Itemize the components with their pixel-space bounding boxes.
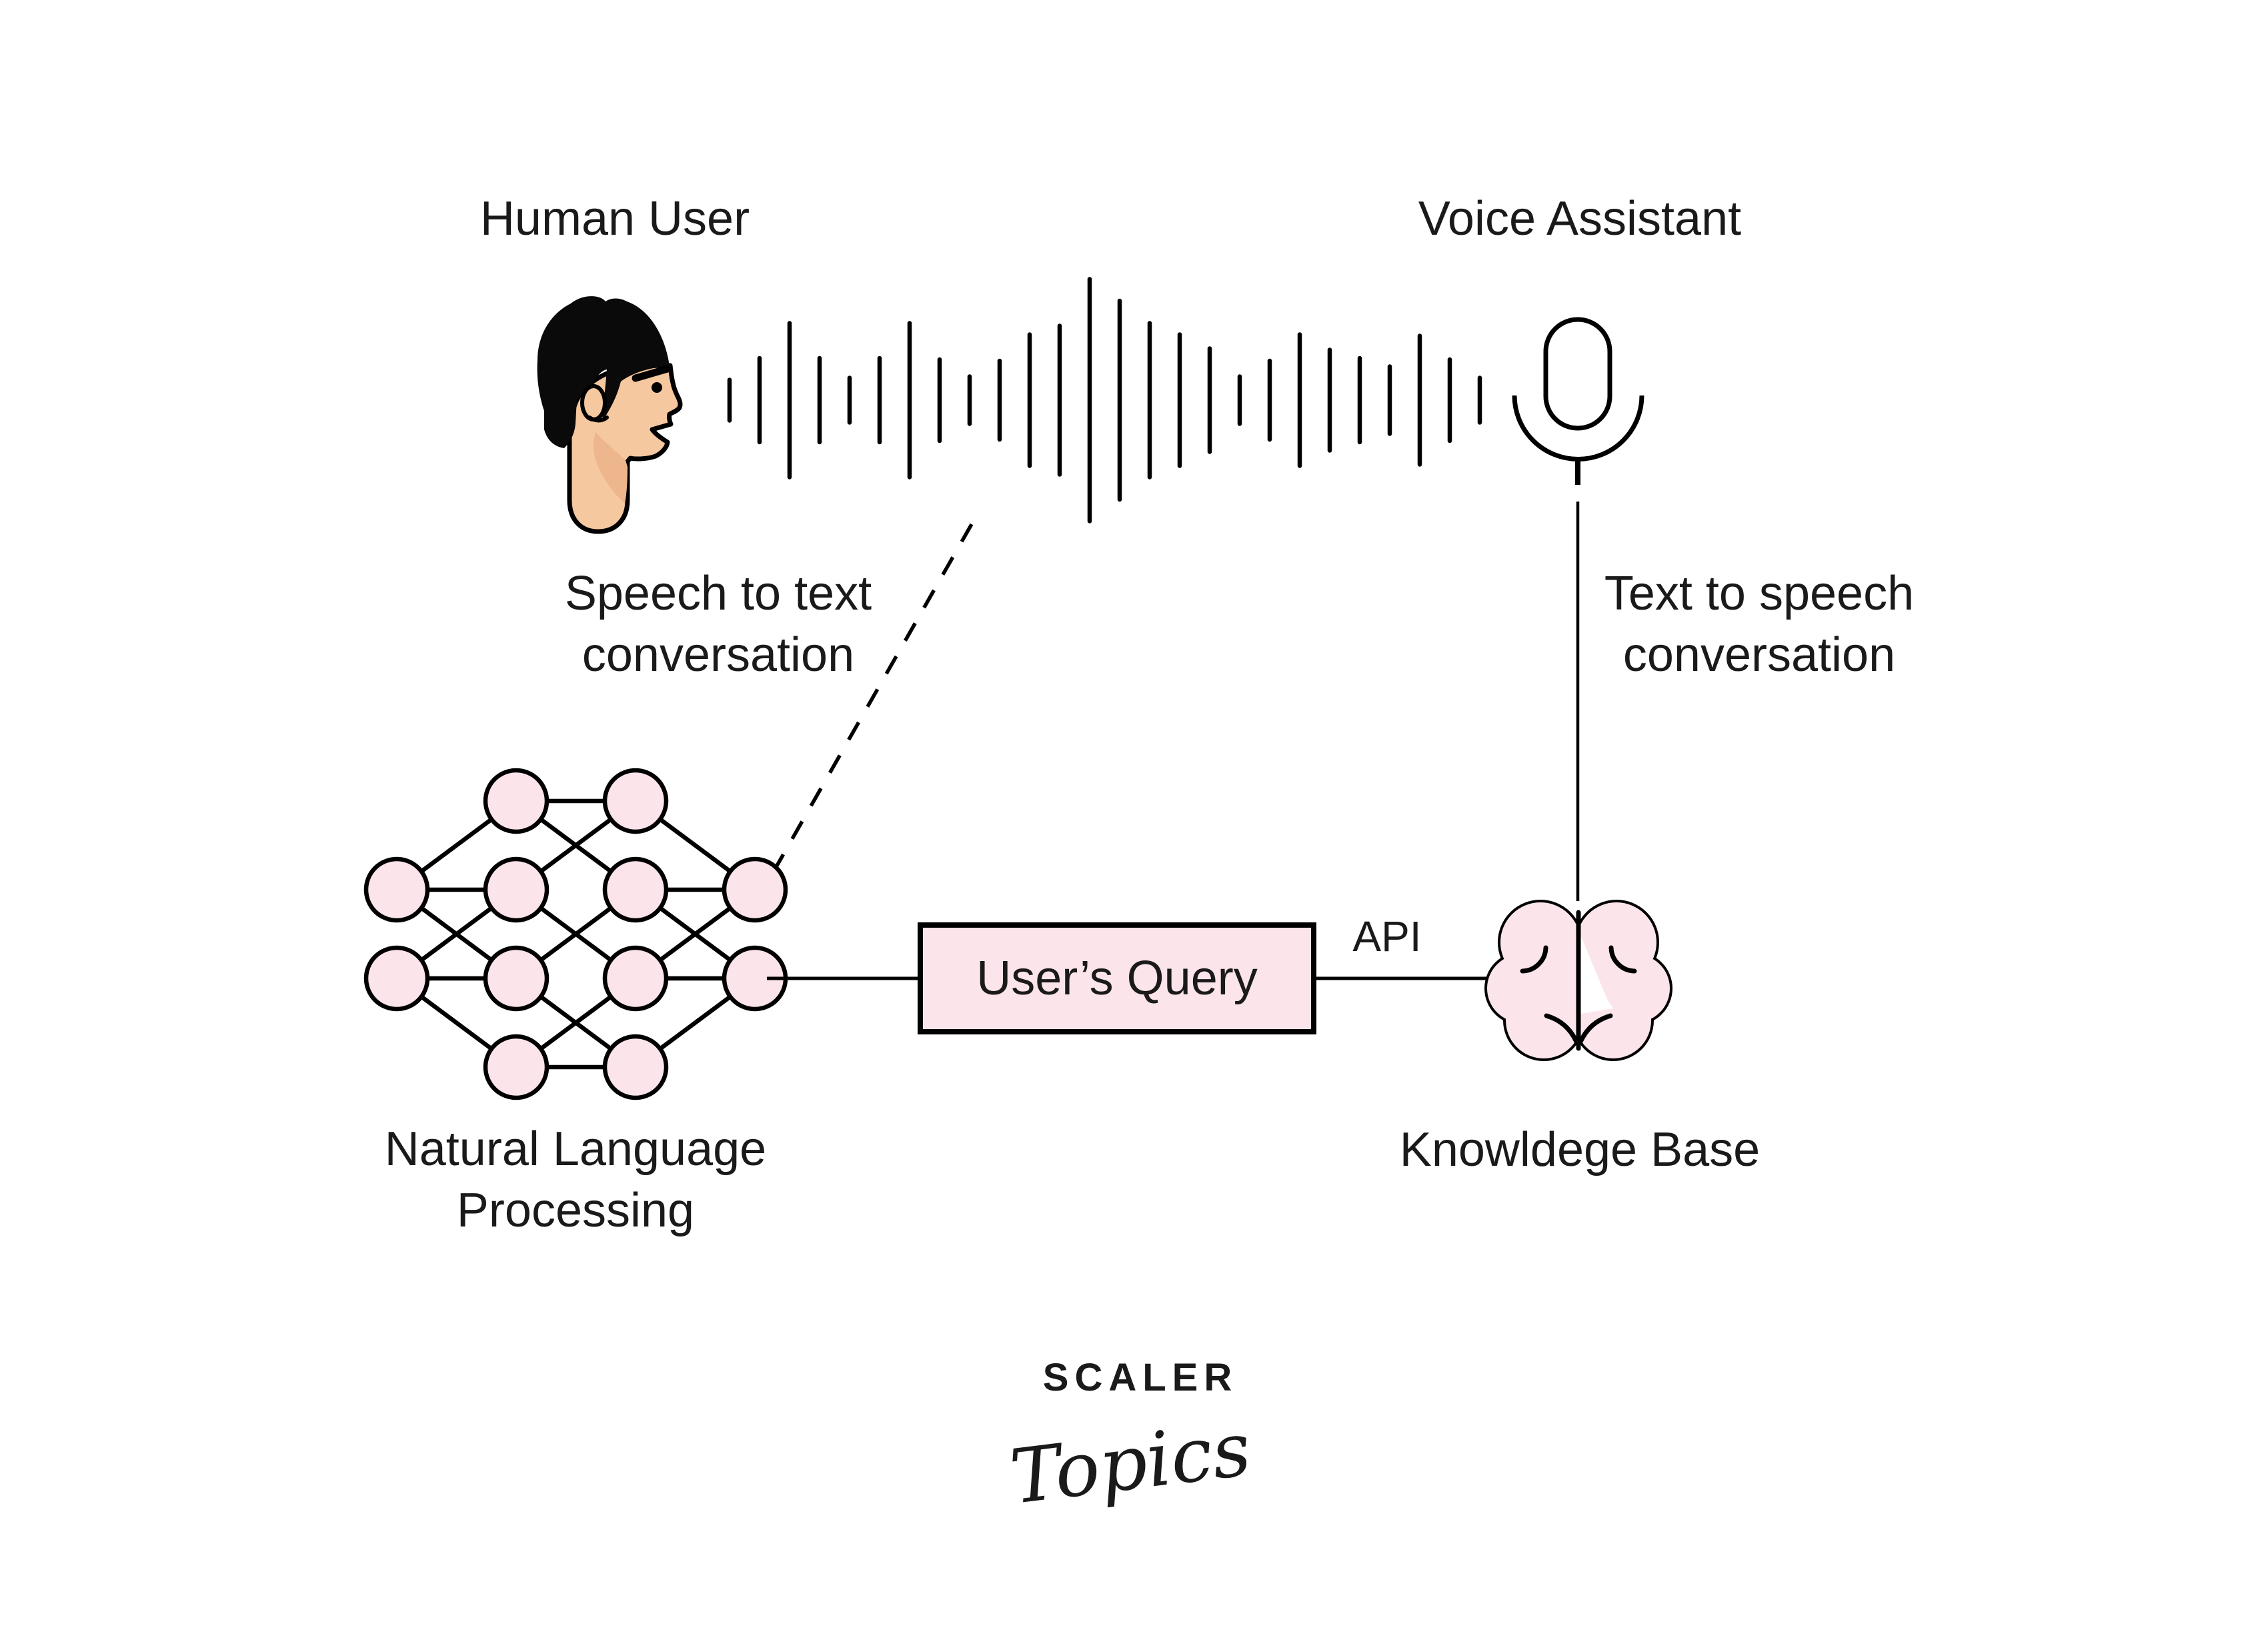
brain-detail-right [1608, 945, 1637, 974]
nn-node [363, 945, 430, 1012]
users-query-label: User’s Query [976, 952, 1257, 1005]
microphone-icon [1512, 317, 1644, 485]
voice-assistant-label: Voice Assistant [1418, 192, 1741, 245]
nn-nodes [363, 768, 788, 1100]
nn-node [602, 945, 669, 1012]
human-user-label: Human User [480, 192, 750, 245]
nn-node [602, 1034, 669, 1100]
hair [537, 296, 670, 448]
nn-node [483, 945, 549, 1012]
sound-wave-icon [727, 277, 1482, 524]
users-query-box [918, 922, 1316, 1034]
speech-to-nlp-dashed-line [775, 523, 974, 867]
text-to-speech-label-line1: Text to speech [1604, 567, 1914, 620]
knowledge-base-label: Knowldege Base [1400, 1123, 1760, 1176]
eyebrow [632, 365, 672, 382]
brain-detail-bottom-right [1578, 1013, 1613, 1044]
nn-node [722, 856, 788, 923]
speech-to-text-label-line1: Speech to text [565, 567, 872, 620]
nn-node [483, 1034, 549, 1100]
ear-line [588, 416, 609, 423]
nn-node [363, 856, 430, 923]
nn-node [602, 856, 669, 923]
nlp-label-line2: Processing [457, 1184, 694, 1237]
ear [580, 384, 607, 422]
speech-to-text-label-line2: conversation [582, 628, 854, 682]
nn-node [483, 856, 549, 923]
text-to-speech-label-line2: conversation [1623, 628, 1895, 682]
nlp-label-line1: Natural Language [385, 1122, 766, 1176]
brain-detail-bottom-left [1544, 1013, 1579, 1044]
eye [652, 382, 662, 393]
api-label: API [1352, 912, 1421, 960]
brain-highlight [1580, 935, 1613, 1014]
brain-icon [1484, 900, 1672, 1061]
scaler-topics-logo: SCALER Topics [1006, 1356, 1255, 1521]
nn-node [483, 768, 549, 834]
nn-node [602, 768, 669, 834]
logo-brand-text: SCALER [1043, 1356, 1238, 1399]
neck-shade [594, 432, 628, 504]
brain-detail-left [1520, 945, 1548, 974]
neural-network-icon [363, 768, 788, 1100]
human-head-icon [537, 296, 683, 534]
mic-capsule [1543, 317, 1612, 431]
